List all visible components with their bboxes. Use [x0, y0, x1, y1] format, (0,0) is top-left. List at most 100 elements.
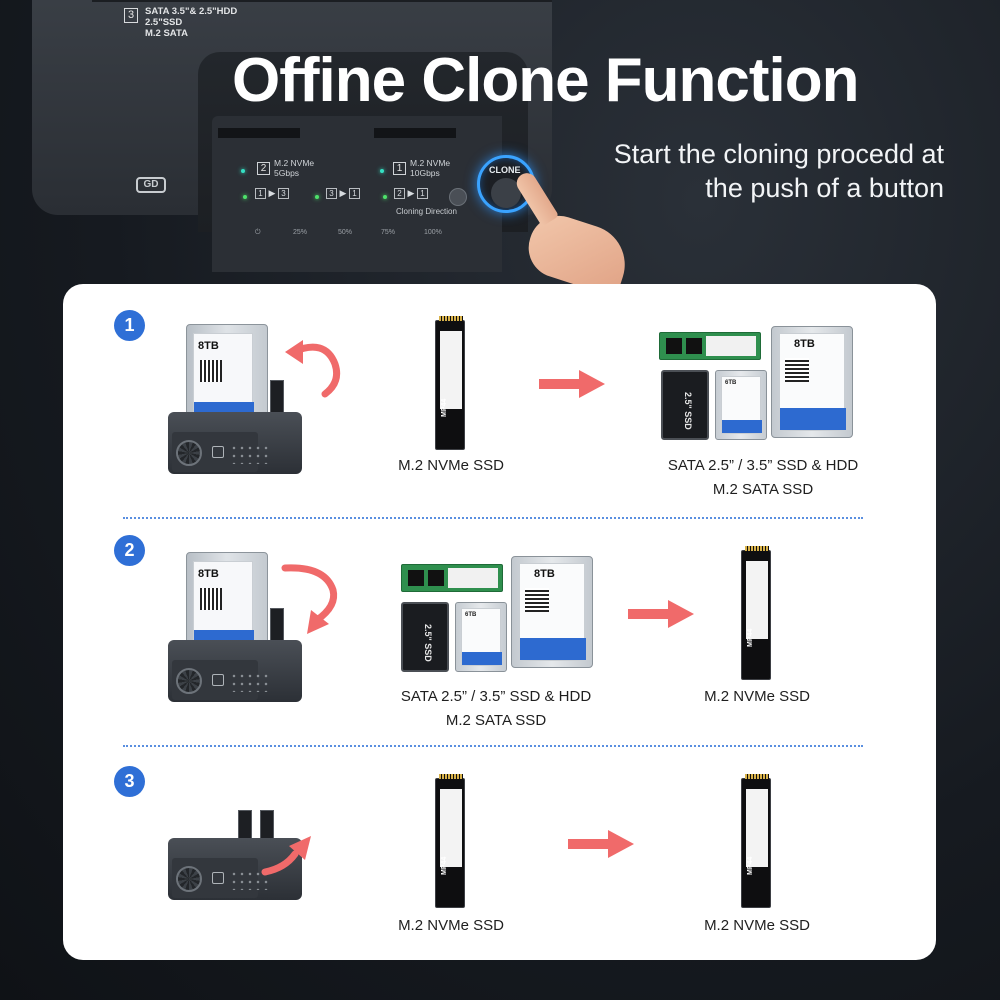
curved-arrow-icon [261, 836, 311, 876]
drive-slot [92, 0, 552, 2]
hdd-small: 6TB [455, 602, 507, 672]
direction-from: 3 [326, 188, 337, 199]
caption-line: SATA 2.5” / 3.5” SSD & HDD [667, 457, 859, 474]
led-indicator [383, 195, 387, 199]
direction-select-button[interactable] [449, 188, 467, 206]
port-2-number: 2 [257, 162, 270, 175]
gold-contacts [745, 546, 769, 551]
qr-code [200, 588, 222, 610]
spec-line: SATA 3.5"& 2.5"HDD [145, 6, 238, 17]
fan-icon [176, 866, 202, 892]
progress-50-label: 50% [338, 229, 353, 236]
ssd-25-inch: 2.5" SSD [401, 602, 449, 672]
dock-base [168, 640, 302, 702]
port-1-type: M.2 NVMe [410, 158, 451, 168]
hdd-label: 6TB [461, 608, 502, 666]
led-indicator [243, 195, 247, 199]
progress-100-label: 100% [424, 229, 442, 236]
logo-icon [212, 446, 224, 458]
clone-direction-3: 2 ▶ 1 [394, 188, 428, 199]
direction-to: 3 [277, 188, 289, 199]
subtitle-line: Start the cloning procedd at [613, 139, 944, 169]
caption-line: M.2 NVMe SSD [704, 688, 810, 705]
gold-contacts [439, 316, 463, 321]
port-2-type: M.2 NVMe [274, 158, 315, 168]
led-indicator [315, 195, 319, 199]
led-array [230, 870, 270, 890]
section-divider [123, 745, 863, 747]
hdd-capacity: 8TB [534, 568, 555, 580]
qr-code [200, 360, 222, 382]
clone-button-label: CLONE [489, 165, 521, 175]
caption-line: M.2 SATA SSD [712, 481, 814, 498]
right-arrow-icon [568, 830, 634, 858]
cloning-direction-label: Cloning Direction [396, 207, 457, 216]
section-divider [123, 517, 863, 519]
fan-icon [176, 440, 202, 466]
port-2-speed: 5Gbps [274, 168, 300, 178]
chip [666, 338, 682, 354]
direction-from: 2 [394, 188, 405, 199]
step-3-source-caption: M.2 NVMe SSD [373, 914, 529, 938]
direction-to: 1 [348, 188, 360, 199]
ssd-sticker [440, 789, 462, 867]
progress-75-label: 75% [381, 229, 396, 236]
step-3-badge: 3 [114, 766, 145, 797]
hero-section: 3 SATA 3.5"& 2.5"HDD 2.5"SSD M.2 SATA GD… [0, 0, 1000, 298]
m2-sata-ssd [659, 332, 761, 360]
dock-with-hdd: 8TB [168, 324, 308, 474]
ssd-sticker [746, 561, 768, 639]
direction-to: 1 [416, 188, 428, 199]
step-1-target-caption: SATA 2.5” / 3.5” SSD & HDD M.2 SATA SSD [643, 454, 883, 502]
logo-icon [212, 872, 224, 884]
hdd-label: 8TB [193, 333, 254, 425]
clone-direction-2: 3 ▶ 1 [326, 188, 360, 199]
right-arrow-icon [628, 600, 694, 628]
spec-line: 2.5"SSD [145, 17, 183, 28]
ssd-25-inch: 2.5" SSD [661, 370, 709, 440]
caption-line: M.2 NVMe SSD [704, 917, 810, 934]
caption-line: M.2 NVMe SSD [398, 457, 504, 474]
step-2-target-caption: M.2 NVMe SSD [679, 685, 835, 709]
hdd-label: 8TB [779, 333, 846, 431]
hdd-big: 8TB [511, 556, 593, 668]
led-array [230, 444, 270, 464]
hdd-label: 8TB [519, 563, 586, 661]
page-title: Offine Clone Function [232, 46, 859, 115]
label-band [462, 652, 502, 665]
right-arrow-icon [539, 370, 605, 398]
sata-drives-target: 2.5" SSD 6TB 8TB [659, 326, 859, 446]
ssd-brand: MP44 [747, 856, 754, 875]
hdd-capacity: 8TB [198, 568, 219, 580]
caption-line: SATA 2.5” / 3.5” SSD & HDD [400, 688, 592, 705]
brand-logo: GD [136, 177, 166, 193]
subtitle-line: the push of a button [705, 173, 944, 203]
hdd-small: 6TB [715, 370, 767, 440]
hdd-capacity: 6TB [725, 380, 737, 386]
caption-line: M.2 NVMe SSD [398, 917, 504, 934]
direction-from: 1 [255, 188, 266, 199]
dock-base [168, 412, 302, 474]
qr-code [525, 588, 549, 612]
progress-power-icon: ⏻ [255, 229, 261, 236]
caption-line: M.2 SATA SSD [445, 712, 547, 729]
steps-card: 1 8TB MP44 M.2 NVMe SSD [63, 284, 936, 960]
port-2-label: 2 M.2 NVMe 5Gbps [257, 158, 314, 178]
ssd-brand: MP44 [441, 856, 448, 875]
hdd-capacity: 6TB [465, 612, 477, 618]
nvme-ssd-source: MP44 [435, 316, 465, 450]
nvme-ssd-source: MP44 [435, 774, 465, 908]
hdd-capacity: 8TB [198, 340, 219, 352]
chip [686, 338, 702, 354]
ssd-brand: MP44 [441, 398, 448, 417]
dock-with-hdd: 8TB [168, 552, 308, 702]
spec-slot-label: SATA 3.5"& 2.5"HDD 2.5"SSD M.2 SATA [145, 6, 237, 39]
m2-sata-ssd [401, 564, 503, 592]
step-2-badge: 2 [114, 535, 145, 566]
clone-direction-1: 1 ▶ 3 [255, 188, 289, 199]
led-indicator [380, 169, 384, 173]
nvme-ssd-target: MP44 [741, 546, 771, 680]
m2-slot-1 [374, 128, 456, 138]
ssd-sticker [706, 336, 756, 356]
led-indicator [241, 169, 245, 173]
